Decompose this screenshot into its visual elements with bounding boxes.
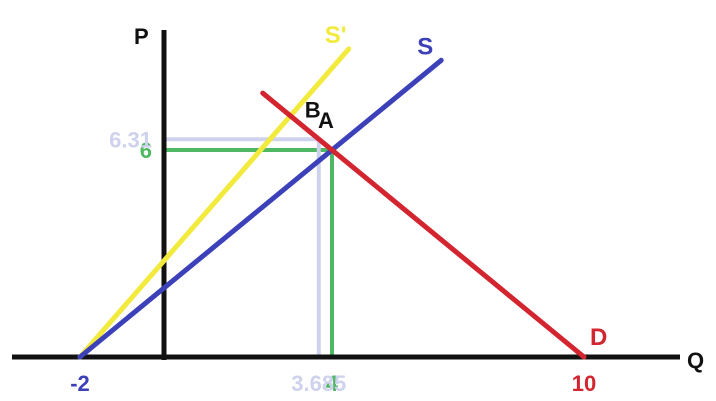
y-guide-label-0: 6 — [140, 138, 152, 163]
x-tick-label-0: -2 — [70, 371, 90, 396]
series-lines — [77, 46, 587, 360]
guide-lines — [164, 137, 334, 357]
series-line-s-prime — [77, 46, 352, 360]
series-line-d — [260, 90, 587, 360]
x-tick-label-1: 10 — [572, 371, 596, 396]
x-guide-label-1: 3.685 — [291, 371, 346, 396]
point-label-b: B — [305, 97, 321, 122]
series-line-s — [77, 57, 444, 360]
point-label-a: A — [318, 108, 334, 133]
series-label-s-prime: S' — [325, 22, 347, 49]
chart-labels: 6 4 6.31 3.685 S' S D AB -2 10 — [70, 22, 607, 396]
axes: P Q — [12, 24, 704, 373]
x-axis-label: Q — [687, 348, 704, 373]
y-axis-label: P — [134, 24, 149, 49]
series-label-d: D — [590, 324, 607, 351]
y-guide-label-1: 6.31 — [109, 127, 152, 152]
series-label-s: S — [417, 33, 433, 60]
x-guide-label-0: 4 — [326, 371, 339, 396]
